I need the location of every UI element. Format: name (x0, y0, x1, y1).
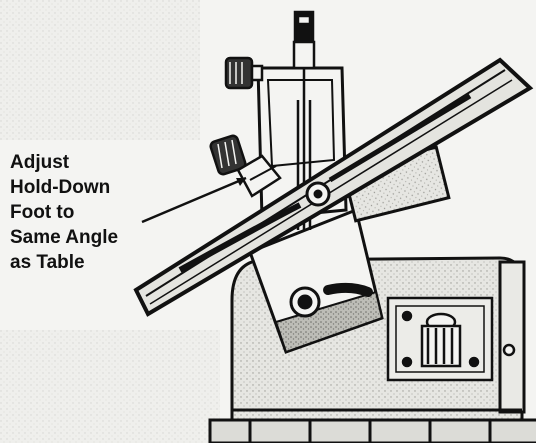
background-texture (0, 0, 200, 140)
callout-line-5: as Table (10, 250, 170, 275)
upper-knob (226, 58, 262, 88)
callout-line-2: Hold-Down (10, 175, 170, 200)
callout-line-4: Same Angle (10, 225, 170, 250)
callout-line-1: Adjust (10, 150, 170, 175)
background-texture-lower (0, 330, 220, 443)
callout-line-3: Foot to (10, 200, 170, 225)
adjust-hold-down-callout: Adjust Hold-Down Foot to Same Angle as T… (10, 150, 170, 275)
